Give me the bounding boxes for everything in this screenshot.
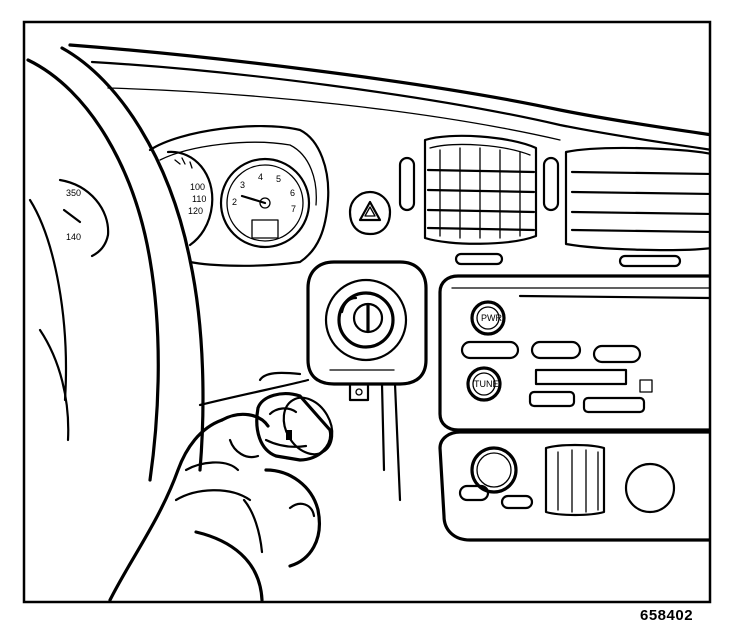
instrument-cluster [148, 125, 330, 267]
technician-hand [108, 412, 321, 601]
radio-unit: PWR TUNE [438, 274, 709, 432]
steering-wheel [26, 46, 205, 482]
lock-cylinder [255, 392, 334, 462]
center-air-vent [423, 134, 538, 245]
tach-tick-7: 7 [291, 204, 296, 214]
tach-tick-6: 6 [290, 188, 295, 198]
vent-side-slots [398, 156, 682, 268]
climate-control-panel [438, 430, 709, 542]
radio-power-knob-label: PWR [481, 313, 502, 323]
left-gauge-tick-140: 140 [66, 232, 81, 242]
tach-tick-4: 4 [258, 172, 263, 182]
speedo-tick-100: 100 [190, 182, 205, 192]
figure-id-number: 658402 [640, 607, 694, 624]
left-gauge-partial: 350 140 [58, 178, 110, 258]
ignition-lock-bezel [306, 260, 428, 402]
speedometer-gauge: 100 110 120 [166, 150, 214, 247]
tachometer-gauge: 3 4 5 6 7 2 [219, 157, 311, 249]
tach-tick-3: 3 [240, 180, 245, 190]
right-air-vent [564, 146, 709, 252]
diagram-frame [22, 20, 712, 604]
tach-tick-2: 2 [232, 197, 237, 207]
speedo-tick-110: 110 [192, 194, 206, 204]
dashboard-top-edge [68, 43, 709, 151]
speedo-tick-120: 120 [188, 206, 203, 216]
radio-tune-knob-label: TUNE [474, 379, 499, 389]
hazard-button [348, 190, 392, 236]
left-gauge-tick-350: 350 [66, 188, 81, 198]
tach-tick-5: 5 [276, 174, 281, 184]
lower-dash-edge [198, 371, 402, 502]
